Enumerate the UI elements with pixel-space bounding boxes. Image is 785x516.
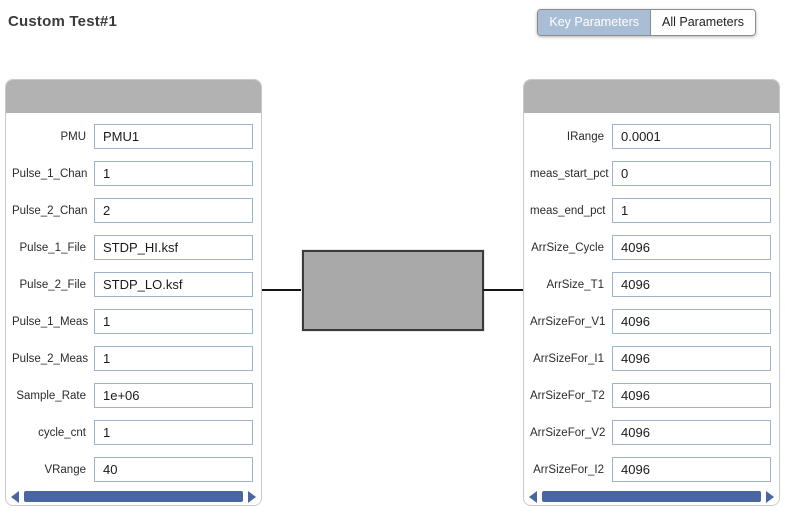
parameter-label: VRange (44, 463, 86, 476)
key-parameters-button[interactable]: Key Parameters (538, 10, 652, 35)
right-parameter-panel: IRange meas_start_pct meas_end_pct ArrSi… (523, 79, 780, 506)
parameter-row: Sample_Rate (6, 377, 261, 414)
parameter-row: ArrSize_T1 (524, 266, 779, 303)
parameter-label: IRange (566, 130, 604, 143)
parameter-row: ArrSizeFor_I1 (524, 340, 779, 377)
parameter-label: Pulse_1_Meas (12, 315, 89, 328)
scrollbar-thumb[interactable] (542, 491, 761, 502)
parameters-view-toggle: Key Parameters All Parameters (537, 9, 756, 36)
scroll-left-arrow-icon[interactable] (11, 490, 19, 503)
device-wire-right (483, 289, 523, 291)
parameter-label: ArrSizeFor_T2 (530, 389, 605, 402)
parameter-label: Sample_Rate (16, 389, 86, 402)
parameter-value-input[interactable] (612, 272, 771, 297)
parameter-value-input[interactable] (94, 346, 253, 371)
parameter-value-input[interactable] (94, 235, 253, 260)
parameter-value-input[interactable] (94, 161, 253, 186)
parameter-value-input[interactable] (94, 309, 253, 334)
parameter-label: meas_start_pct (530, 167, 609, 180)
parameter-label: ArrSizeFor_V2 (530, 426, 606, 439)
parameter-label: ArrSizeFor_I2 (533, 463, 604, 476)
parameter-row: Pulse_1_Meas (6, 303, 261, 340)
parameter-row: ArrSize_Cycle (524, 229, 779, 266)
scrollbar-thumb[interactable] (24, 491, 243, 502)
parameter-row: ArrSizeFor_T2 (524, 377, 779, 414)
parameter-value-input[interactable] (94, 420, 253, 445)
left-panel-header (6, 80, 261, 114)
parameter-value-input[interactable] (612, 124, 771, 149)
parameter-row: meas_start_pct (524, 155, 779, 192)
parameter-row: ArrSizeFor_V2 (524, 414, 779, 451)
parameter-value-input[interactable] (612, 161, 771, 186)
scroll-right-arrow-icon[interactable] (766, 490, 774, 503)
parameter-row: ArrSizeFor_V1 (524, 303, 779, 340)
left-parameter-panel: PMU Pulse_1_Chan Pulse_2_Chan Pulse_1_Fi… (5, 79, 262, 506)
right-panel-body: IRange meas_start_pct meas_end_pct ArrSi… (524, 114, 779, 488)
parameter-row: Pulse_1_Chan (6, 155, 261, 192)
parameter-value-input[interactable] (94, 198, 253, 223)
parameter-value-input[interactable] (612, 383, 771, 408)
parameter-label: Pulse_1_Chan (12, 167, 88, 180)
parameter-row: meas_end_pct (524, 192, 779, 229)
parameter-value-input[interactable] (612, 309, 771, 334)
device-block (302, 250, 484, 331)
parameter-row: Pulse_2_Chan (6, 192, 261, 229)
scroll-left-arrow-icon[interactable] (529, 490, 537, 503)
parameter-label: Pulse_2_Meas (12, 352, 89, 365)
parameter-value-input[interactable] (94, 383, 253, 408)
parameter-row: PMU (6, 118, 261, 155)
parameter-label: PMU (60, 130, 86, 143)
parameter-value-input[interactable] (612, 346, 771, 371)
parameter-row: Pulse_1_File (6, 229, 261, 266)
parameter-value-input[interactable] (612, 457, 771, 482)
parameter-value-input[interactable] (612, 420, 771, 445)
parameter-value-input[interactable] (94, 457, 253, 482)
scroll-right-arrow-icon[interactable] (248, 490, 256, 503)
parameter-value-input[interactable] (94, 124, 253, 149)
parameter-label: Pulse_1_File (19, 241, 86, 254)
parameter-label: ArrSizeFor_V1 (530, 315, 606, 328)
parameter-row: IRange (524, 118, 779, 155)
parameter-value-input[interactable] (612, 198, 771, 223)
parameter-row: ArrSizeFor_I2 (524, 451, 779, 488)
left-panel-body: PMU Pulse_1_Chan Pulse_2_Chan Pulse_1_Fi… (6, 114, 261, 488)
parameter-label: Pulse_2_File (19, 278, 86, 291)
parameter-value-input[interactable] (94, 272, 253, 297)
parameter-label: meas_end_pct (530, 204, 606, 217)
parameter-row: Pulse_2_File (6, 266, 261, 303)
right-panel-header (524, 80, 779, 114)
page-title: Custom Test#1 (8, 13, 118, 30)
parameter-label: ArrSize_Cycle (531, 241, 604, 254)
parameter-value-input[interactable] (612, 235, 771, 260)
device-wire-left (262, 289, 303, 291)
parameter-row: Pulse_2_Meas (6, 340, 261, 377)
parameter-label: ArrSizeFor_I1 (533, 352, 604, 365)
left-panel-h-scrollbar (11, 490, 256, 503)
parameter-label: cycle_cnt (38, 426, 86, 439)
right-panel-h-scrollbar (529, 490, 774, 503)
parameter-row: VRange (6, 451, 261, 488)
parameter-label: Pulse_2_Chan (12, 204, 88, 217)
all-parameters-button[interactable]: All Parameters (651, 10, 755, 35)
parameter-row: cycle_cnt (6, 414, 261, 451)
parameter-label: ArrSize_T1 (546, 278, 604, 291)
